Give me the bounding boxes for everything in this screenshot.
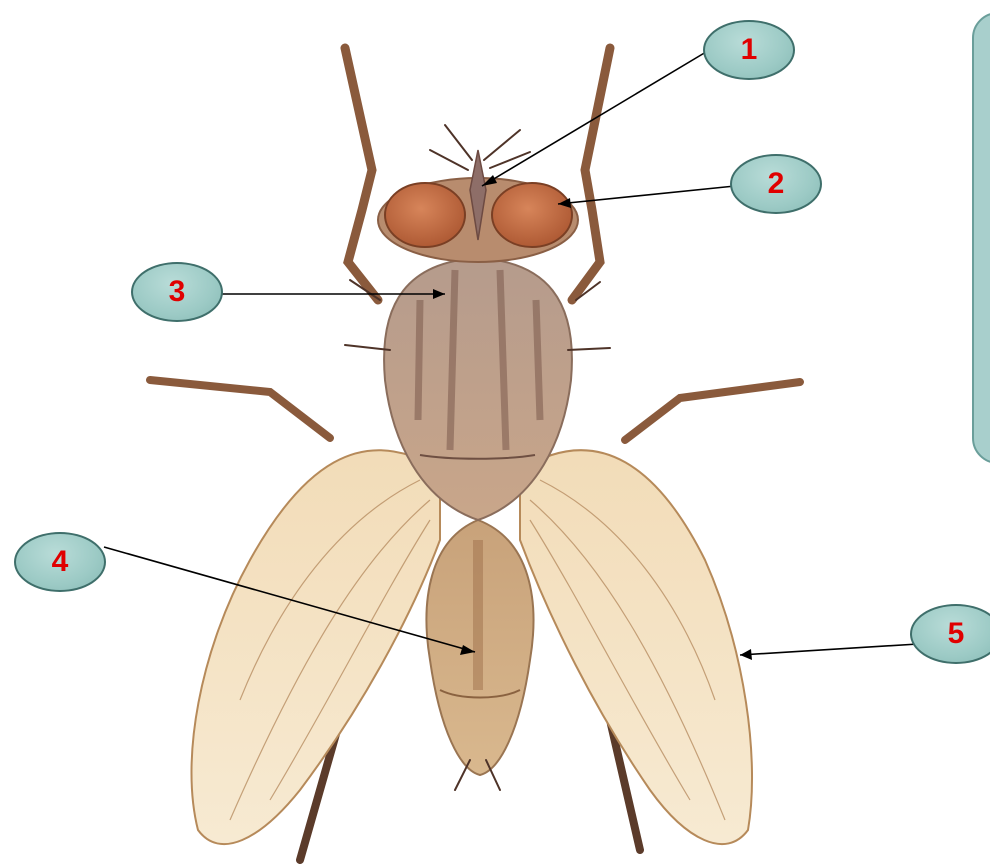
callout-2: 2 bbox=[730, 154, 822, 214]
callout-5-label: 5 bbox=[948, 617, 965, 651]
callout-4-label: 4 bbox=[52, 545, 69, 579]
callout-2-label: 2 bbox=[768, 167, 785, 201]
leader-line-5 bbox=[740, 644, 918, 655]
leader-line-1 bbox=[482, 52, 706, 186]
right-compound-eye bbox=[492, 183, 572, 247]
callout-3: 3 bbox=[131, 262, 223, 322]
left-compound-eye bbox=[385, 183, 465, 247]
callout-1: 1 bbox=[703, 20, 795, 80]
callout-4: 4 bbox=[14, 532, 106, 592]
callout-1-label: 1 bbox=[741, 33, 758, 67]
callout-3-label: 3 bbox=[169, 275, 186, 309]
right-wing bbox=[520, 450, 752, 844]
